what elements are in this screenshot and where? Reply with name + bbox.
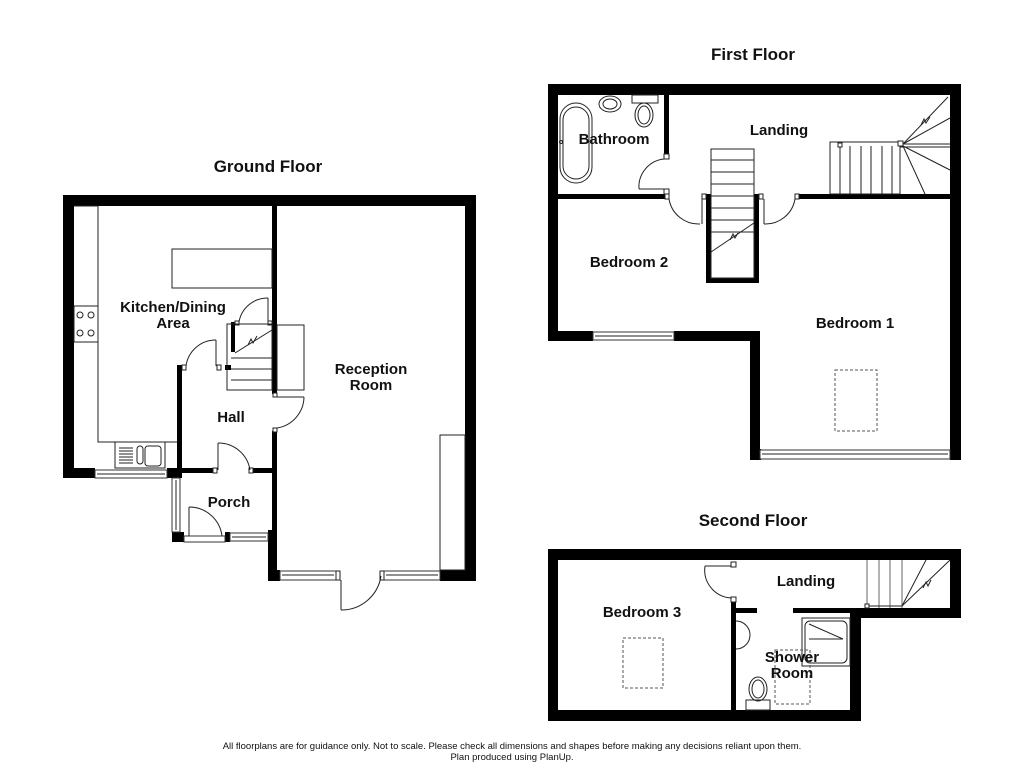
bedroom1-door [758,193,800,225]
room-label-kitchen: Kitchen/Dining [120,299,226,316]
first-floor-title: First Floor [711,45,795,64]
shower-room-fixtures [735,617,851,711]
bedroom2-window [592,331,675,341]
second-floor: Second Floor [548,511,961,721]
kitchen-island [171,248,273,289]
ground-floor-walls [63,195,476,581]
sink-bowl-icon [144,445,162,467]
bedroom3-door [704,561,737,603]
hob-ring-icon [76,311,84,319]
shower-tray-outline [801,617,851,667]
bathroom-door [638,153,670,195]
room-label-landing: Landing [750,122,808,139]
first-floor-walls [548,84,961,460]
toilet-cistern [631,94,659,104]
bedroom1-window [759,449,951,460]
toilet-icon [748,676,768,702]
bedroom3-skylight [622,637,664,689]
reception-window-right [383,570,441,581]
porch-side-window [171,477,181,533]
sink-unit [114,441,166,469]
second-floor-walls [548,549,961,721]
shower-room-skylight [774,649,811,705]
kitchen-window [94,469,168,479]
reception-window-left [279,570,337,581]
drainer-icon [119,447,133,464]
cupboard-door [234,297,273,326]
room-label-shower: Shower [765,649,819,666]
hob [73,305,99,343]
porch-front-door [183,506,226,543]
room-label-reception-line2: Room [350,377,393,394]
shower-tray-icon [804,620,848,664]
bedroom1-skylight [834,369,878,432]
bathroom-fixtures [559,94,659,184]
room-label-bedroom2: Bedroom 2 [590,254,668,271]
reception-fitted-unit [439,434,466,571]
room-label-shower-line2: Room [771,665,814,682]
ground-stairs [226,323,305,391]
room-label-bathroom: Bathroom [579,131,650,148]
ground-floor-title: Ground Floor [214,157,323,176]
room-label-bedroom3: Bedroom 3 [603,604,681,621]
kitchen-worktop [73,205,273,469]
second-floor-title: Second Floor [699,511,808,530]
reception-front-door [335,570,385,611]
hall-reception-door [272,392,305,433]
room-label-reception: Reception [335,361,408,378]
room-label-porch: Porch [208,494,251,511]
kitchen-hall-door [181,339,222,371]
hall-porch-door [212,442,254,474]
room-label-hall: Hall [217,409,245,426]
washbasin-icon [598,95,622,113]
hob-ring-icon [87,311,95,319]
first-floor: First Floor [548,45,961,460]
footer-credit: Plan produced using PlanUp. [450,752,574,763]
washbasin-icon [735,620,751,650]
hob-ring-icon [87,329,95,337]
second-floor-stairs [864,559,951,609]
ground-floor: Ground Floor [63,157,476,611]
porch-front-window [229,532,269,542]
reception-stair-cupboard [276,324,305,391]
room-label-kitchen-line2: Area [156,315,190,332]
room-label-bedroom1: Bedroom 1 [816,315,894,332]
toilet-cistern [745,699,771,711]
room-label-second-landing: Landing [777,573,835,590]
first-floor-stairs-down [710,148,755,279]
first-floor-stairs-up [829,96,951,195]
bedroom2-door [664,193,707,225]
hob-ring-icon [76,329,84,337]
toilet-icon [634,102,654,128]
footer-disclaimer: All floorplans are for guidance only. No… [222,741,802,752]
sink-bowl-small [136,445,144,465]
